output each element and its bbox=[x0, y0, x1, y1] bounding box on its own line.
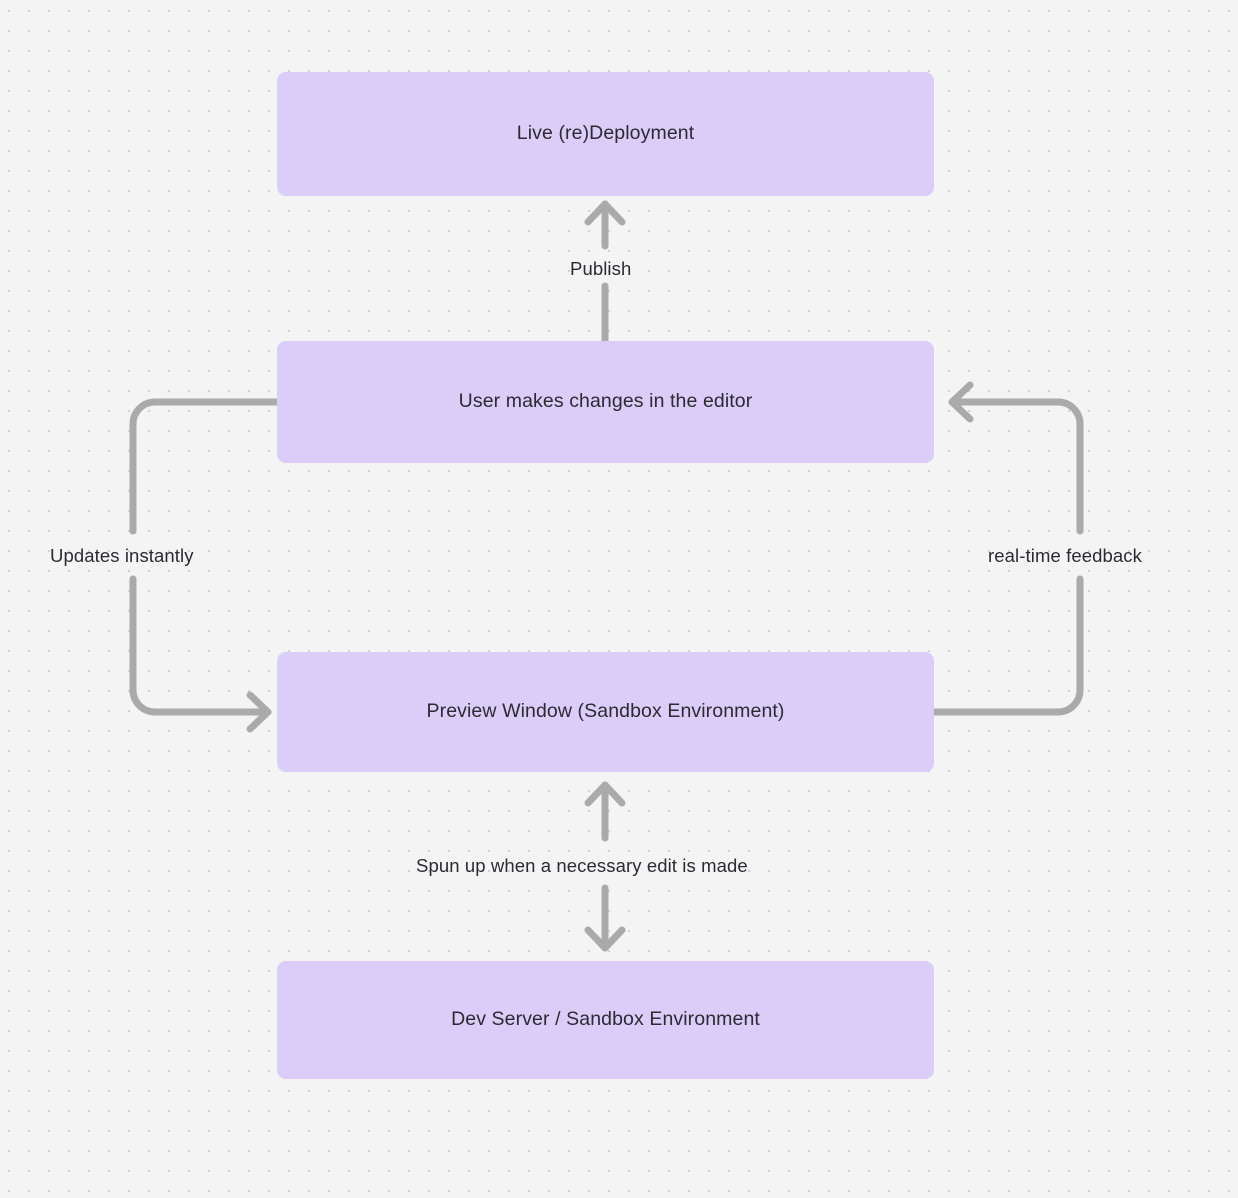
node-label: Dev Server / Sandbox Environment bbox=[451, 1008, 760, 1031]
node-user-edits[interactable]: User makes changes in the editor bbox=[277, 341, 934, 463]
node-live-deployment[interactable]: Live (re)Deployment bbox=[277, 72, 934, 196]
edge-label-publish: Publish bbox=[570, 258, 632, 279]
node-preview-window[interactable]: Preview Window (Sandbox Environment) bbox=[277, 652, 934, 772]
edge-label-updates-instantly: Updates instantly bbox=[50, 545, 194, 566]
node-label: Preview Window (Sandbox Environment) bbox=[426, 700, 785, 723]
node-dev-server[interactable]: Dev Server / Sandbox Environment bbox=[277, 961, 934, 1079]
node-label: User makes changes in the editor bbox=[458, 390, 753, 413]
node-label: Live (re)Deployment bbox=[516, 122, 695, 145]
edge-label-real-time-feedback: real-time feedback bbox=[988, 545, 1142, 566]
edge-label-spun-up: Spun up when a necessary edit is made bbox=[416, 855, 748, 876]
